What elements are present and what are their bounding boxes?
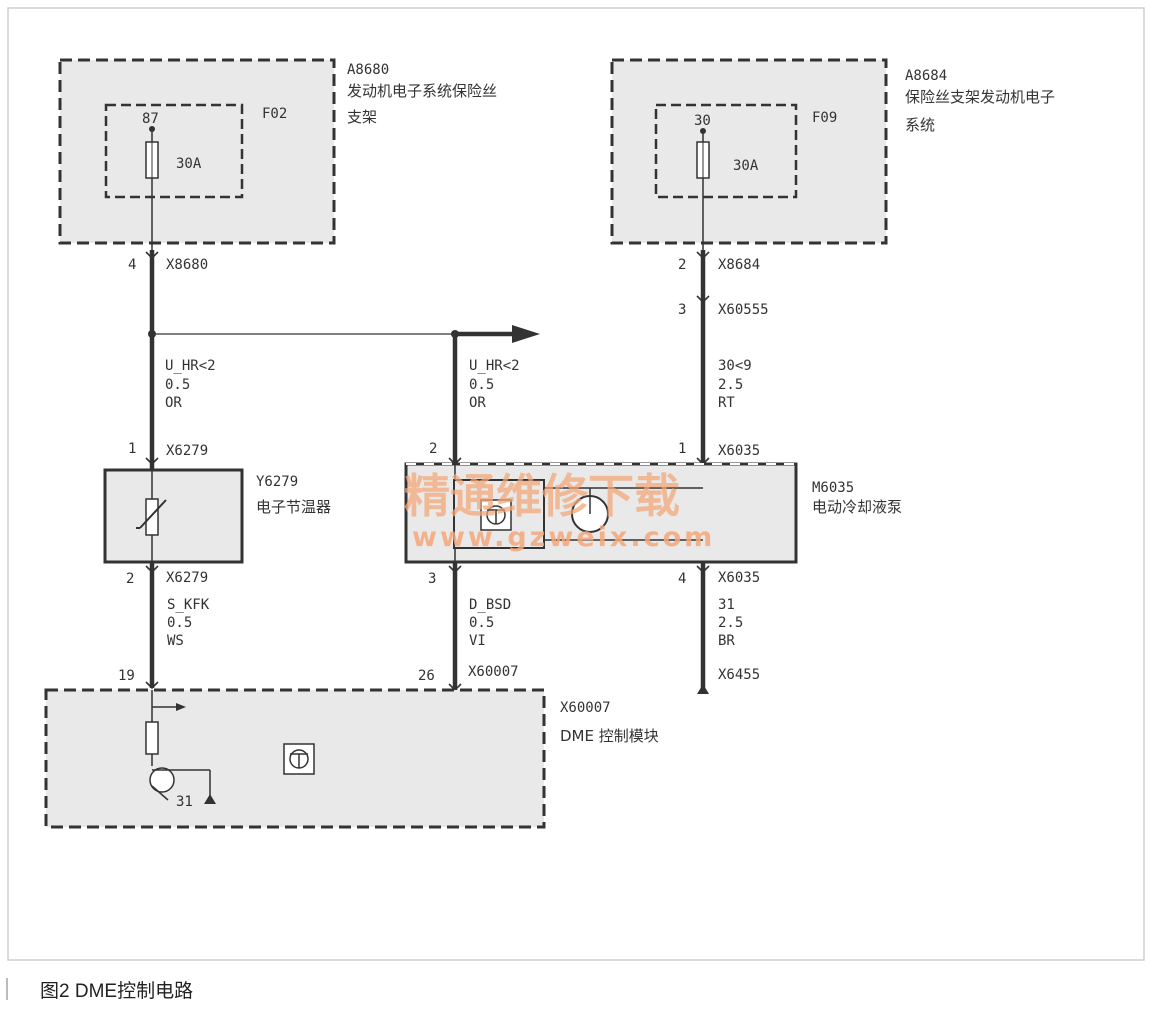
connector-label-x60555: X60555 <box>718 302 769 318</box>
arrow-right-icon <box>176 703 186 711</box>
pin-number: 2 <box>429 441 437 457</box>
connector-label-x6279-top: X6279 <box>166 443 208 459</box>
ground-pin-31: 31 <box>176 794 193 810</box>
component-id-x60007: X60007 <box>560 700 611 716</box>
svg-text:WS: WS <box>167 633 184 649</box>
svg-text:OR: OR <box>469 395 486 411</box>
fuse-box-f09 <box>654 103 798 199</box>
svg-text:0.5: 0.5 <box>167 615 192 631</box>
pin-number: 2 <box>126 571 134 587</box>
component-name-a8684-line1: 保险丝支架发动机电子 <box>905 88 1055 106</box>
caption-marker <box>6 978 8 1000</box>
component-name-x60007: DME 控制模块 <box>560 727 659 745</box>
component-name-m6035: 电动冷却液泵 <box>812 498 902 516</box>
connector-markers <box>145 251 710 692</box>
thermostat-icon <box>145 498 159 536</box>
connector-label-x6455: X6455 <box>718 667 760 683</box>
component-box-y6279 <box>103 468 244 564</box>
fuse-label-f09: F09 <box>812 110 837 126</box>
pin-number: 3 <box>678 302 686 318</box>
pin-number: 2 <box>678 257 686 273</box>
connector-label-x60007: X60007 <box>468 664 519 680</box>
svg-text:BR: BR <box>718 633 735 649</box>
fuse-pin-30: 30 <box>694 113 711 129</box>
ground-x6455-icon <box>697 684 709 694</box>
svg-text:U_HR<2: U_HR<2 <box>469 358 520 374</box>
pin-number: 1 <box>128 441 136 457</box>
fuse-rating-f02: 30A <box>176 156 202 172</box>
svg-text:D_BSD: D_BSD <box>469 597 511 613</box>
component-id-y6279: Y6279 <box>256 474 298 490</box>
arrow-right-icon <box>512 325 540 343</box>
fuse-pin-87: 87 <box>142 111 159 127</box>
pin-number: 1 <box>678 441 686 457</box>
pin-number: 4 <box>678 571 686 587</box>
connector-label-x6035-bottom: X6035 <box>718 570 760 586</box>
svg-text:0.5: 0.5 <box>469 615 494 631</box>
wire-label-w5: D_BSD 0.5 VI <box>469 597 511 649</box>
component-id-a8680: A8680 <box>347 62 389 78</box>
svg-text:0.5: 0.5 <box>469 377 494 393</box>
wire-label-w1: U_HR<2 0.5 OR <box>165 358 216 411</box>
wire-label-w2: U_HR<2 0.5 OR <box>469 358 520 411</box>
component-name-y6279: 电子节温器 <box>256 498 331 516</box>
svg-text:31: 31 <box>718 597 735 613</box>
svg-text:2.5: 2.5 <box>718 615 743 631</box>
svg-text:30<9: 30<9 <box>718 358 752 374</box>
svg-text:S_KFK: S_KFK <box>167 597 210 613</box>
pin-number: 26 <box>418 668 435 684</box>
svg-text:RT: RT <box>718 395 735 411</box>
svg-text:U_HR<2: U_HR<2 <box>165 358 216 374</box>
wire-label-w6: 31 2.5 BR <box>718 597 743 649</box>
fuse-rating-f09: 30A <box>733 158 759 174</box>
watermark-line1: 精通维修下载 <box>404 469 680 523</box>
connector-label-x6279-bottom: X6279 <box>166 570 208 586</box>
ground-icon <box>204 794 216 804</box>
connector-label-x8680: X8680 <box>166 257 208 273</box>
component-name-a8684-line2: 系统 <box>905 116 935 134</box>
connector-label-x8684: X8684 <box>718 257 760 273</box>
fuse-box-f02 <box>104 103 244 199</box>
component-id-m6035: M6035 <box>812 480 854 496</box>
connector-label-x6035-top: X6035 <box>718 443 760 459</box>
svg-text:VI: VI <box>469 633 486 649</box>
pin-number: 4 <box>128 257 136 273</box>
transistor-icon <box>149 767 175 793</box>
svg-text:0.5: 0.5 <box>165 377 190 393</box>
svg-text:2.5: 2.5 <box>718 377 743 393</box>
pin-number: 19 <box>118 668 135 684</box>
component-name-a8680-line1: 发动机电子系统保险丝 <box>347 82 497 100</box>
wire-label-w3: 30<9 2.5 RT <box>718 358 752 411</box>
component-id-a8684: A8684 <box>905 68 947 84</box>
wire-label-w4: S_KFK 0.5 WS <box>167 597 210 649</box>
watermark-line2: www.gzweix.com <box>412 522 715 553</box>
fuse-label-f02: F02 <box>262 106 287 122</box>
resistor-icon <box>145 721 159 755</box>
figure-caption: 图2 DME控制电路 <box>40 981 194 1002</box>
component-name-a8680-line2: 支架 <box>347 108 377 126</box>
svg-text:OR: OR <box>165 395 182 411</box>
pin-number: 3 <box>428 571 436 587</box>
